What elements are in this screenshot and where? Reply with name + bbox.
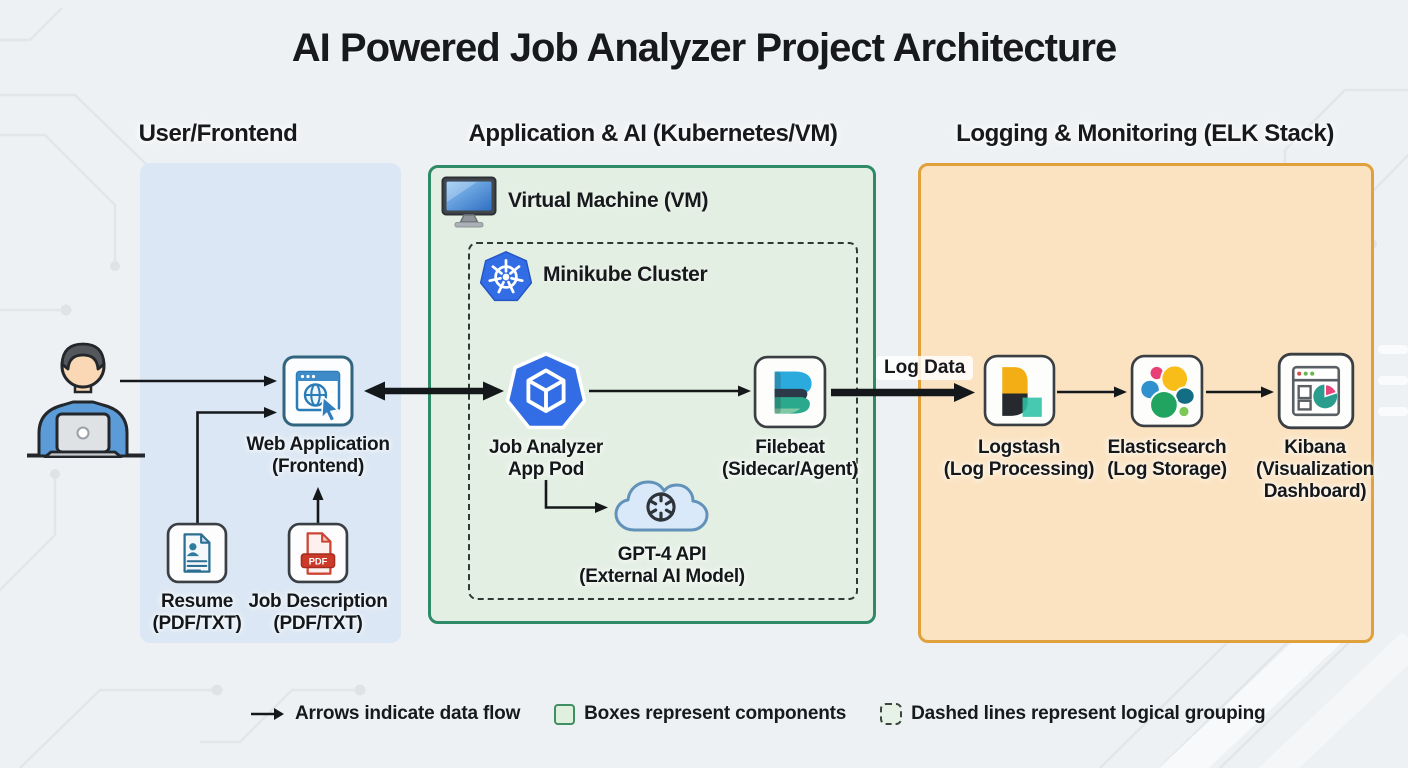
filebeat-icon (753, 355, 827, 429)
job-description-label: Job Description (PDF/TXT) (248, 591, 388, 635)
legend-dashed-label: Dashed lines represent logical grouping (911, 703, 1266, 724)
arrow-icon (251, 708, 284, 720)
resume-label: Resume (PDF/TXT) (152, 591, 242, 635)
logstash-label: Logstash (Log Processing) (943, 437, 1095, 481)
legend-item-dashed: Dashed lines represent logical grouping (880, 703, 1266, 725)
gpt4-cloud-icon (610, 470, 714, 542)
kibana-label: Kibana (Visualization Dashboard) (1256, 437, 1374, 503)
elasticsearch-icon (1130, 354, 1204, 428)
openai-logo (646, 492, 676, 522)
page-title: AI Powered Job Analyzer Project Architec… (291, 26, 1117, 70)
filebeat-label: Filebeat (Sidecar/Agent) (722, 437, 858, 481)
dashed-box-icon (880, 703, 903, 725)
job-analyzer-pod-icon (505, 351, 587, 432)
vm-label: Virtual Machine (VM) (508, 189, 709, 212)
legend-arrows-label: Arrows indicate data flow (295, 703, 521, 724)
user-person-icon (27, 330, 145, 459)
elasticsearch-label: Elasticsearch (Log Storage) (1107, 437, 1227, 481)
legend-item-arrows: Arrows indicate data flow (250, 703, 520, 725)
section-header-logging: Logging & Monitoring (ELK Stack) (956, 120, 1334, 147)
logstash-icon (983, 354, 1056, 427)
legend-boxes-label: Boxes represent components (584, 703, 847, 724)
section-header-application: Application & AI (Kubernetes/VM) (468, 120, 838, 147)
kubernetes-icon (479, 251, 533, 303)
web-application-icon (282, 355, 354, 427)
monitor-icon (441, 176, 497, 228)
minikube-label: Minikube Cluster (543, 263, 708, 286)
legend-item-boxes: Boxes represent components (554, 703, 846, 725)
pdf-document-icon: PDF (287, 522, 349, 584)
svg-text:PDF: PDF (309, 556, 328, 566)
minikube-cluster-box (468, 242, 858, 600)
web-application-label: Web Application (Frontend) (246, 434, 390, 478)
arrow-pod-to-gpt4 (544, 480, 608, 513)
kibana-icon (1277, 352, 1355, 430)
resume-document-icon (166, 522, 228, 584)
gpt4-label: GPT-4 API (External AI Model) (579, 544, 745, 588)
section-header-frontend: User/Frontend (138, 120, 298, 147)
job-analyzer-pod-label: Job Analyzer App Pod (489, 437, 603, 481)
legend: Arrows indicate data flow Boxes represen… (250, 703, 1266, 725)
arrow-resume-to-webapp (196, 407, 277, 523)
log-data-label: Log Data (876, 356, 974, 380)
box-icon (554, 703, 576, 725)
